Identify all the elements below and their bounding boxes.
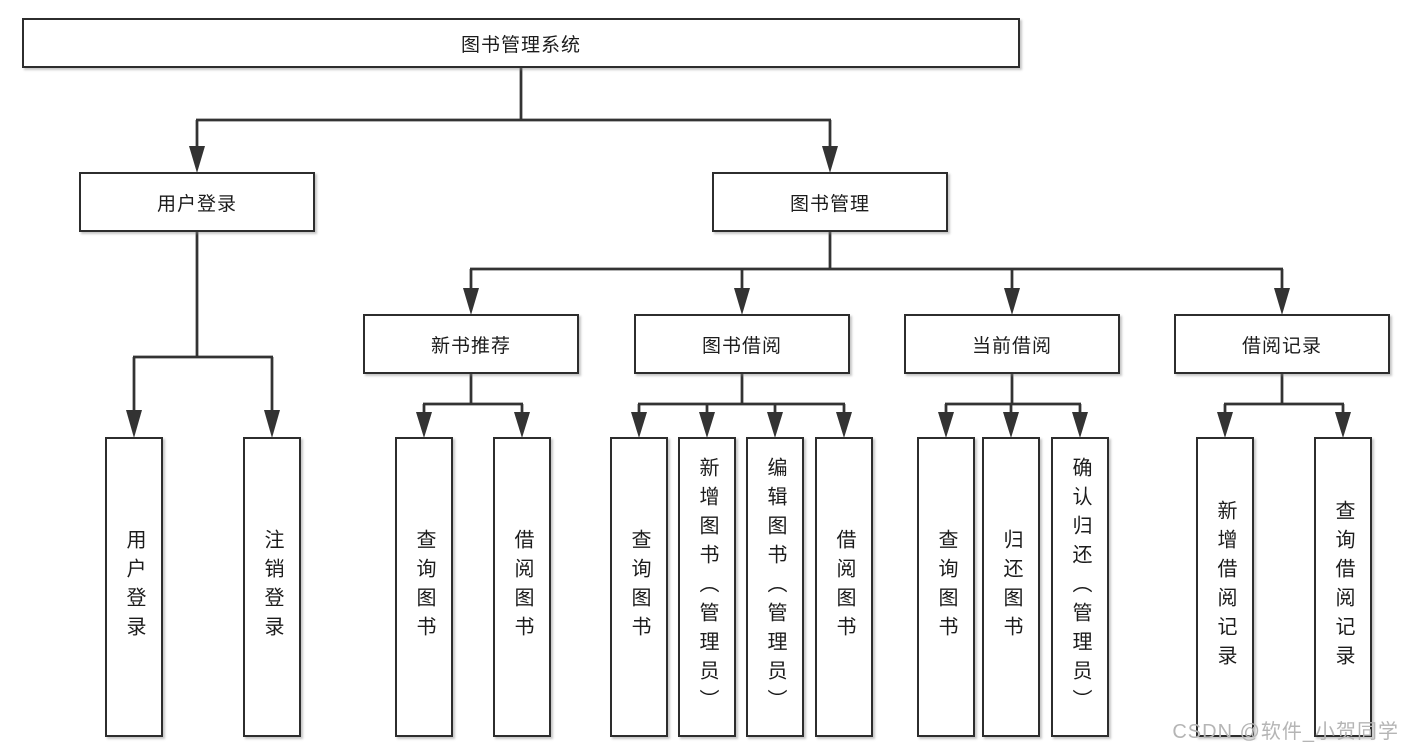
node-new-book-recommend: 新书推荐 bbox=[363, 314, 579, 374]
leaf-borrow-books-recommend-label: 借阅图书 bbox=[511, 529, 533, 645]
node-user-login: 用户登录 bbox=[79, 172, 315, 232]
leaf-add-borrow-record-label: 新增借阅记录 bbox=[1214, 500, 1236, 674]
leaf-borrow-books-borrowing: 借阅图书 bbox=[815, 437, 873, 737]
leaf-logout-label: 注销登录 bbox=[261, 529, 283, 645]
leaf-confirm-return-admin: 确认归还（管理员） bbox=[1051, 437, 1109, 737]
node-root-label: 图书管理系统 bbox=[460, 34, 581, 56]
leaf-query-books-recommend-label: 查询图书 bbox=[413, 529, 435, 645]
leaf-query-books-recommend: 查询图书 bbox=[395, 437, 453, 737]
leaf-user-login-label: 用户登录 bbox=[123, 529, 145, 645]
leaf-logout: 注销登录 bbox=[243, 437, 301, 737]
leaf-add-borrow-record: 新增借阅记录 bbox=[1196, 437, 1254, 737]
node-root-system: 图书管理系统 bbox=[22, 18, 1020, 68]
leaf-add-book-admin-label: 新增图书（管理员） bbox=[696, 456, 718, 718]
leaf-query-borrow-record-label: 查询借阅记录 bbox=[1332, 500, 1354, 674]
leaf-edit-book-admin: 编辑图书（管理员） bbox=[746, 437, 804, 737]
node-borrowing-records: 借阅记录 bbox=[1174, 314, 1390, 374]
node-book-management: 图书管理 bbox=[712, 172, 948, 232]
node-current-borrowing-label: 当前借阅 bbox=[971, 335, 1052, 357]
node-book-management-label: 图书管理 bbox=[789, 193, 870, 215]
leaf-edit-book-admin-label: 编辑图书（管理员） bbox=[764, 456, 786, 718]
leaf-query-books-borrowing-label: 查询图书 bbox=[628, 529, 650, 645]
leaf-borrow-books-recommend: 借阅图书 bbox=[493, 437, 551, 737]
leaf-user-login: 用户登录 bbox=[105, 437, 163, 737]
leaf-confirm-return-admin-label: 确认归还（管理员） bbox=[1069, 456, 1091, 718]
leaf-add-book-admin: 新增图书（管理员） bbox=[678, 437, 736, 737]
node-current-borrowing: 当前借阅 bbox=[904, 314, 1120, 374]
leaf-return-books: 归还图书 bbox=[982, 437, 1040, 737]
leaf-query-books-borrowing: 查询图书 bbox=[610, 437, 668, 737]
leaf-borrow-books-borrowing-label: 借阅图书 bbox=[833, 529, 855, 645]
leaf-query-books-current-label: 查询图书 bbox=[935, 529, 957, 645]
node-book-borrowing-label: 图书借阅 bbox=[701, 335, 782, 357]
leaf-query-borrow-record: 查询借阅记录 bbox=[1314, 437, 1372, 737]
leaf-query-books-current: 查询图书 bbox=[917, 437, 975, 737]
node-new-book-recommend-label: 新书推荐 bbox=[430, 335, 511, 357]
node-borrowing-records-label: 借阅记录 bbox=[1241, 335, 1322, 357]
leaf-return-books-label: 归还图书 bbox=[1000, 529, 1022, 645]
node-user-login-label: 用户登录 bbox=[156, 193, 237, 215]
node-book-borrowing: 图书借阅 bbox=[634, 314, 850, 374]
